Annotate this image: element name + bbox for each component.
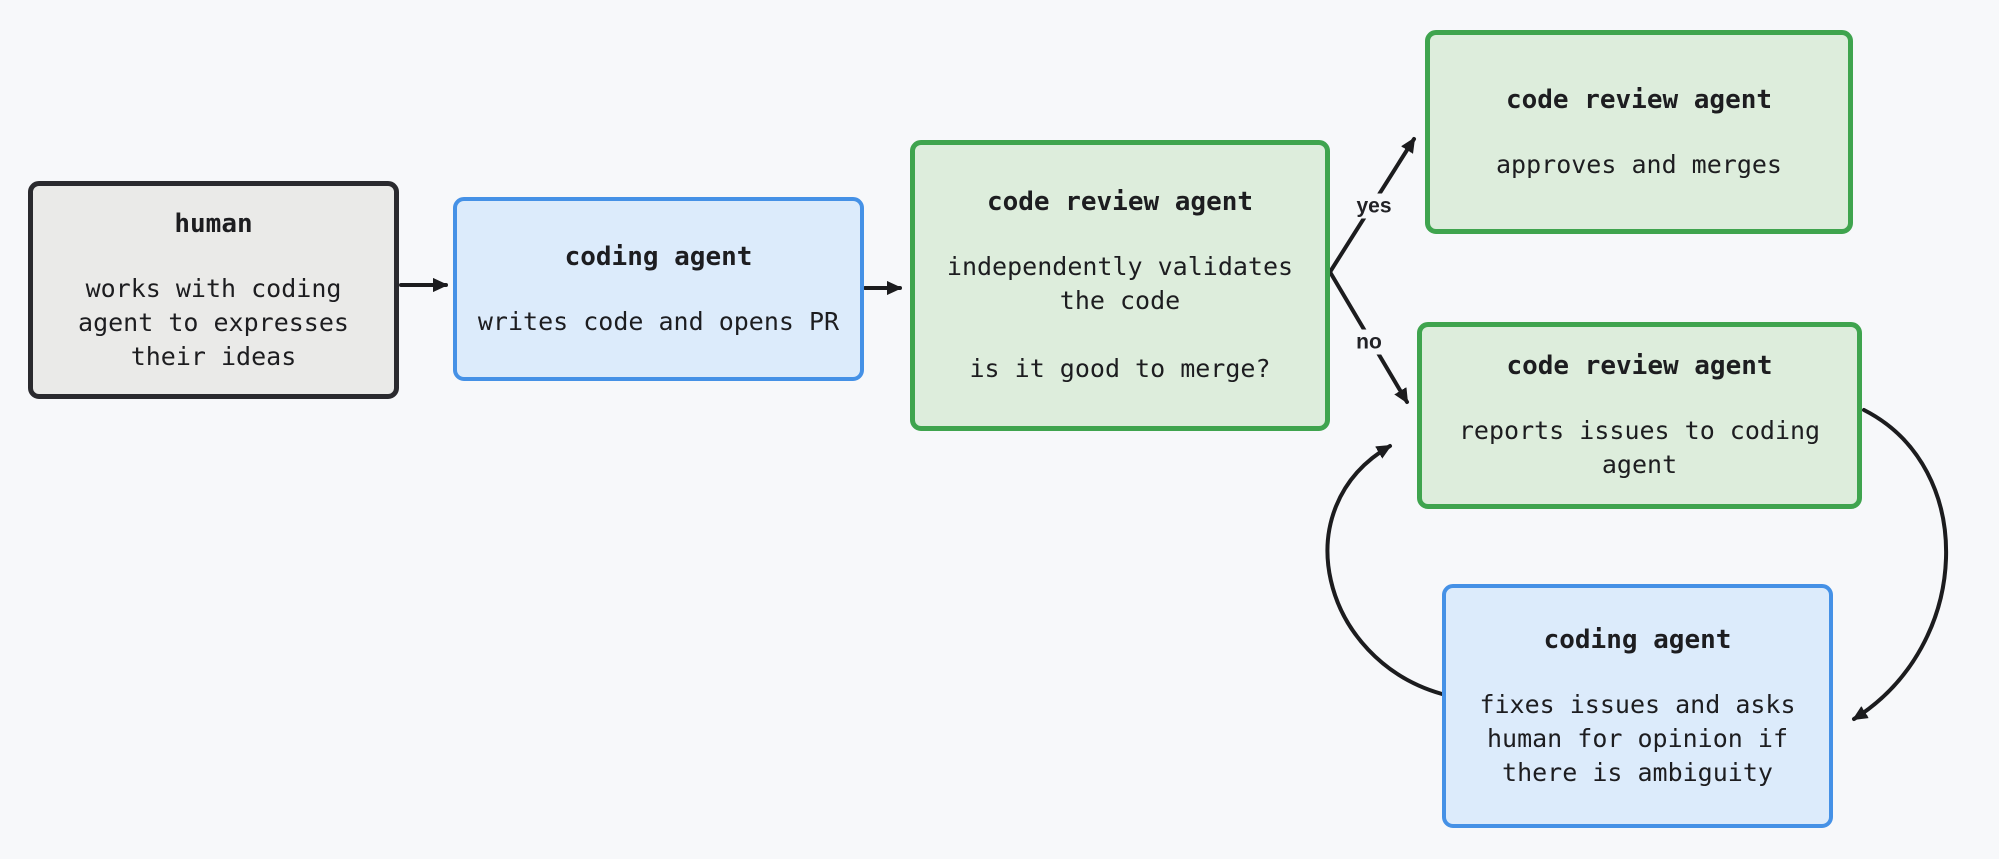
node-coding-agent: coding agent writes code and opens PR: [453, 197, 864, 381]
node-coding-agent-fix-title: coding agent: [1543, 624, 1732, 655]
node-code-review-agent-validate: code review agent independently validate…: [910, 140, 1330, 431]
node-code-review-agent-report: code review agent reports issues to codi…: [1417, 322, 1862, 509]
node-coding-agent-title: coding agent: [564, 241, 753, 272]
node-code-review-agent-report-title: code review agent: [1506, 351, 1773, 381]
node-code-review-agent-approve-title: code review agent: [1505, 84, 1773, 115]
node-code-review-agent-report-body: reports issues to coding agent: [1458, 416, 1821, 479]
node-code-review-agent-approve-body: approves and merges: [1496, 149, 1782, 179]
arrow-fix-loop-back: [1325, 444, 1444, 696]
edge-label-no: no: [1350, 329, 1388, 355]
node-human: human works with coding agent to express…: [28, 181, 399, 399]
arrow-report-to-fix: [1852, 408, 1948, 721]
node-coding-agent-body: writes code and opens PR: [477, 306, 840, 336]
node-coding-agent-fix-body: fixes issues and asks human for opinion …: [1479, 689, 1796, 787]
node-coding-agent-fix: coding agent fixes issues and asks human…: [1442, 584, 1833, 828]
node-human-body: works with coding agent to expresses the…: [78, 273, 349, 371]
node-human-title: human: [174, 208, 253, 239]
node-code-review-agent-validate-body: independently validates the code is it g…: [946, 252, 1294, 383]
node-code-review-agent-validate-title: code review agent: [986, 187, 1254, 217]
node-code-review-agent-approve: code review agent approves and merges: [1425, 30, 1853, 234]
edge-label-yes: yes: [1350, 193, 1398, 219]
